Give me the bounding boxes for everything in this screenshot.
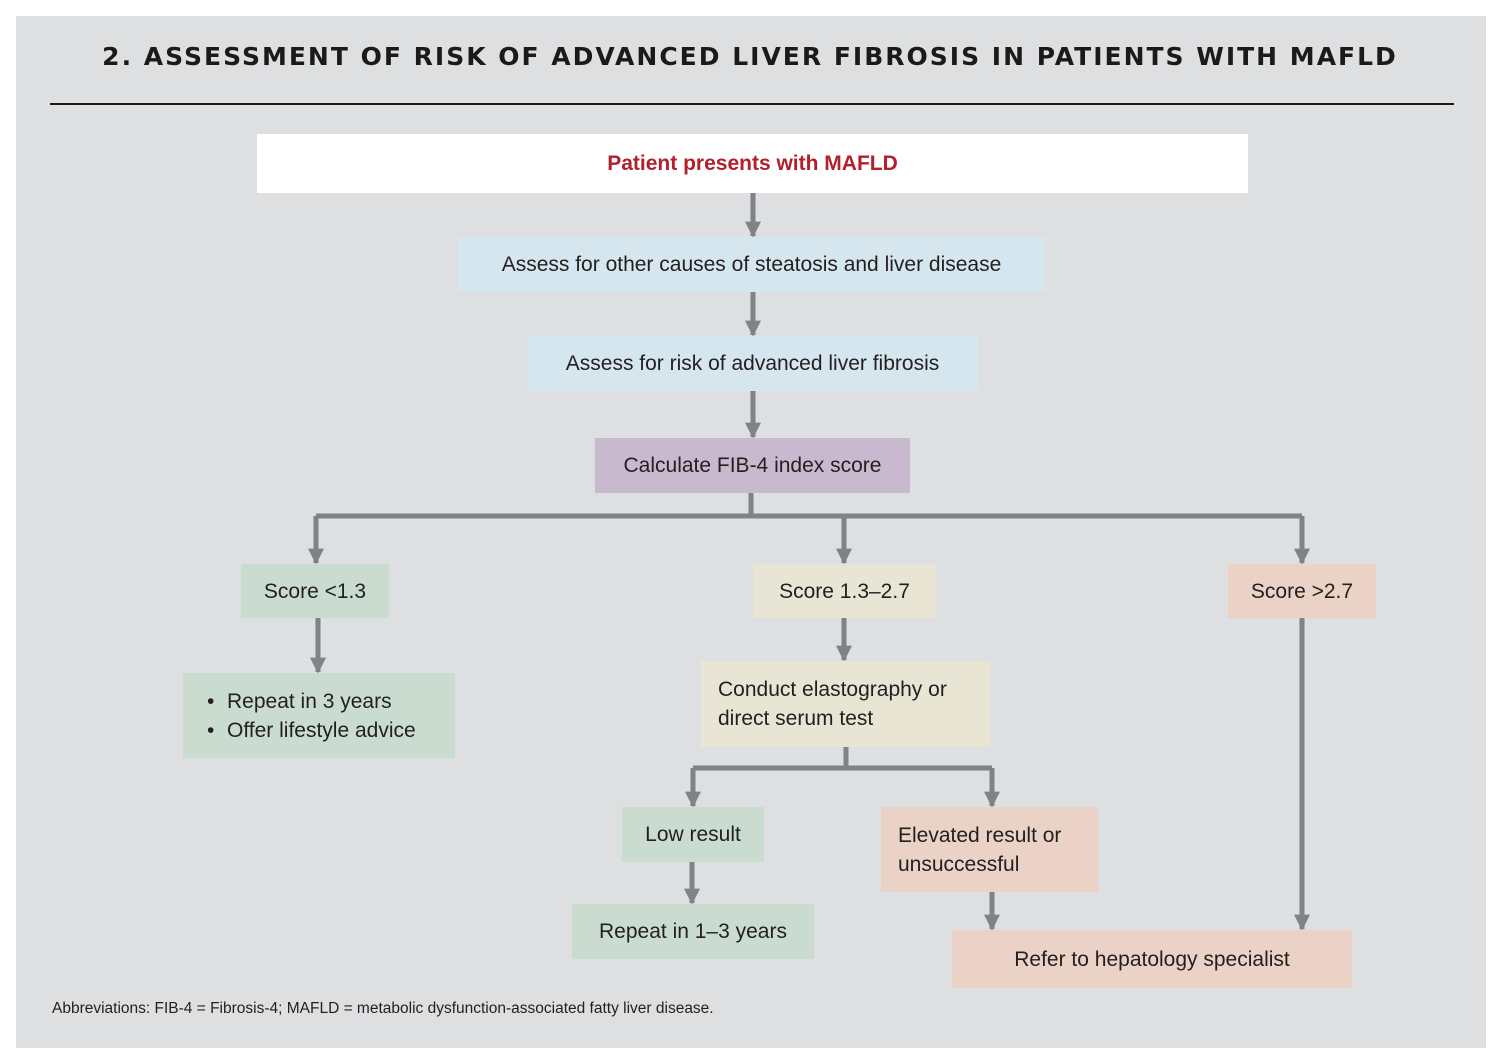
- score-high-node: Score >2.7: [1228, 564, 1376, 618]
- assess-other-causes-label: Assess for other causes of steatosis and…: [501, 253, 1002, 276]
- title-divider: [50, 103, 1454, 105]
- score-low-label: Score <1.3: [263, 579, 367, 603]
- assess-fibrosis-risk-node: Assess for risk of advanced liver fibros…: [527, 336, 978, 391]
- low-result-node: Low result: [622, 807, 764, 862]
- refer-node: Refer to hepatology specialist: [952, 930, 1352, 988]
- figure-title: 2. ASSESSMENT OF RISK OF ADVANCED LIVER …: [102, 42, 1398, 71]
- score-mid-label: Score 1.3–2.7: [779, 579, 910, 603]
- start-node: Patient presents with MAFLD: [257, 134, 1248, 193]
- list-item: Offer lifestyle advice: [203, 716, 416, 745]
- assess-fibrosis-risk-label: Assess for risk of advanced liver fibros…: [565, 352, 940, 375]
- refer-label: Refer to hepatology specialist: [1014, 947, 1290, 971]
- list-item: Repeat in 3 years: [203, 687, 416, 716]
- repeat-1-3-node: Repeat in 1–3 years: [572, 904, 814, 959]
- start-node-label: Patient presents with MAFLD: [607, 152, 898, 175]
- elastography-label-line: direct serum test: [718, 707, 874, 730]
- low-result-label: Low result: [645, 823, 741, 846]
- abbreviations-footnote: Abbreviations: FIB-4 = Fibrosis-4; MAFLD…: [52, 1000, 714, 1017]
- elevated-result-label-line: unsuccessful: [898, 852, 1020, 876]
- elastography-node: Conduct elastography or direct serum tes…: [701, 661, 990, 747]
- score-high-label: Score >2.7: [1250, 579, 1354, 603]
- repeat-1-3-label: Repeat in 1–3 years: [599, 920, 787, 943]
- fib4-label: Calculate FIB-4 index score: [623, 454, 882, 477]
- elastography-label-line: Conduct elastography or: [718, 678, 947, 701]
- low-actions-node: Repeat in 3 years Offer lifestyle advice: [183, 673, 455, 758]
- low-actions-list: Repeat in 3 years Offer lifestyle advice: [203, 687, 416, 745]
- fib4-node: Calculate FIB-4 index score: [595, 438, 910, 493]
- assess-other-causes-node: Assess for other causes of steatosis and…: [458, 237, 1045, 292]
- elevated-result-label-line: Elevated result or: [898, 823, 1062, 847]
- elevated-result-node: Elevated result or unsuccessful: [881, 807, 1098, 892]
- score-mid-node: Score 1.3–2.7: [753, 564, 936, 618]
- score-low-node: Score <1.3: [241, 564, 389, 618]
